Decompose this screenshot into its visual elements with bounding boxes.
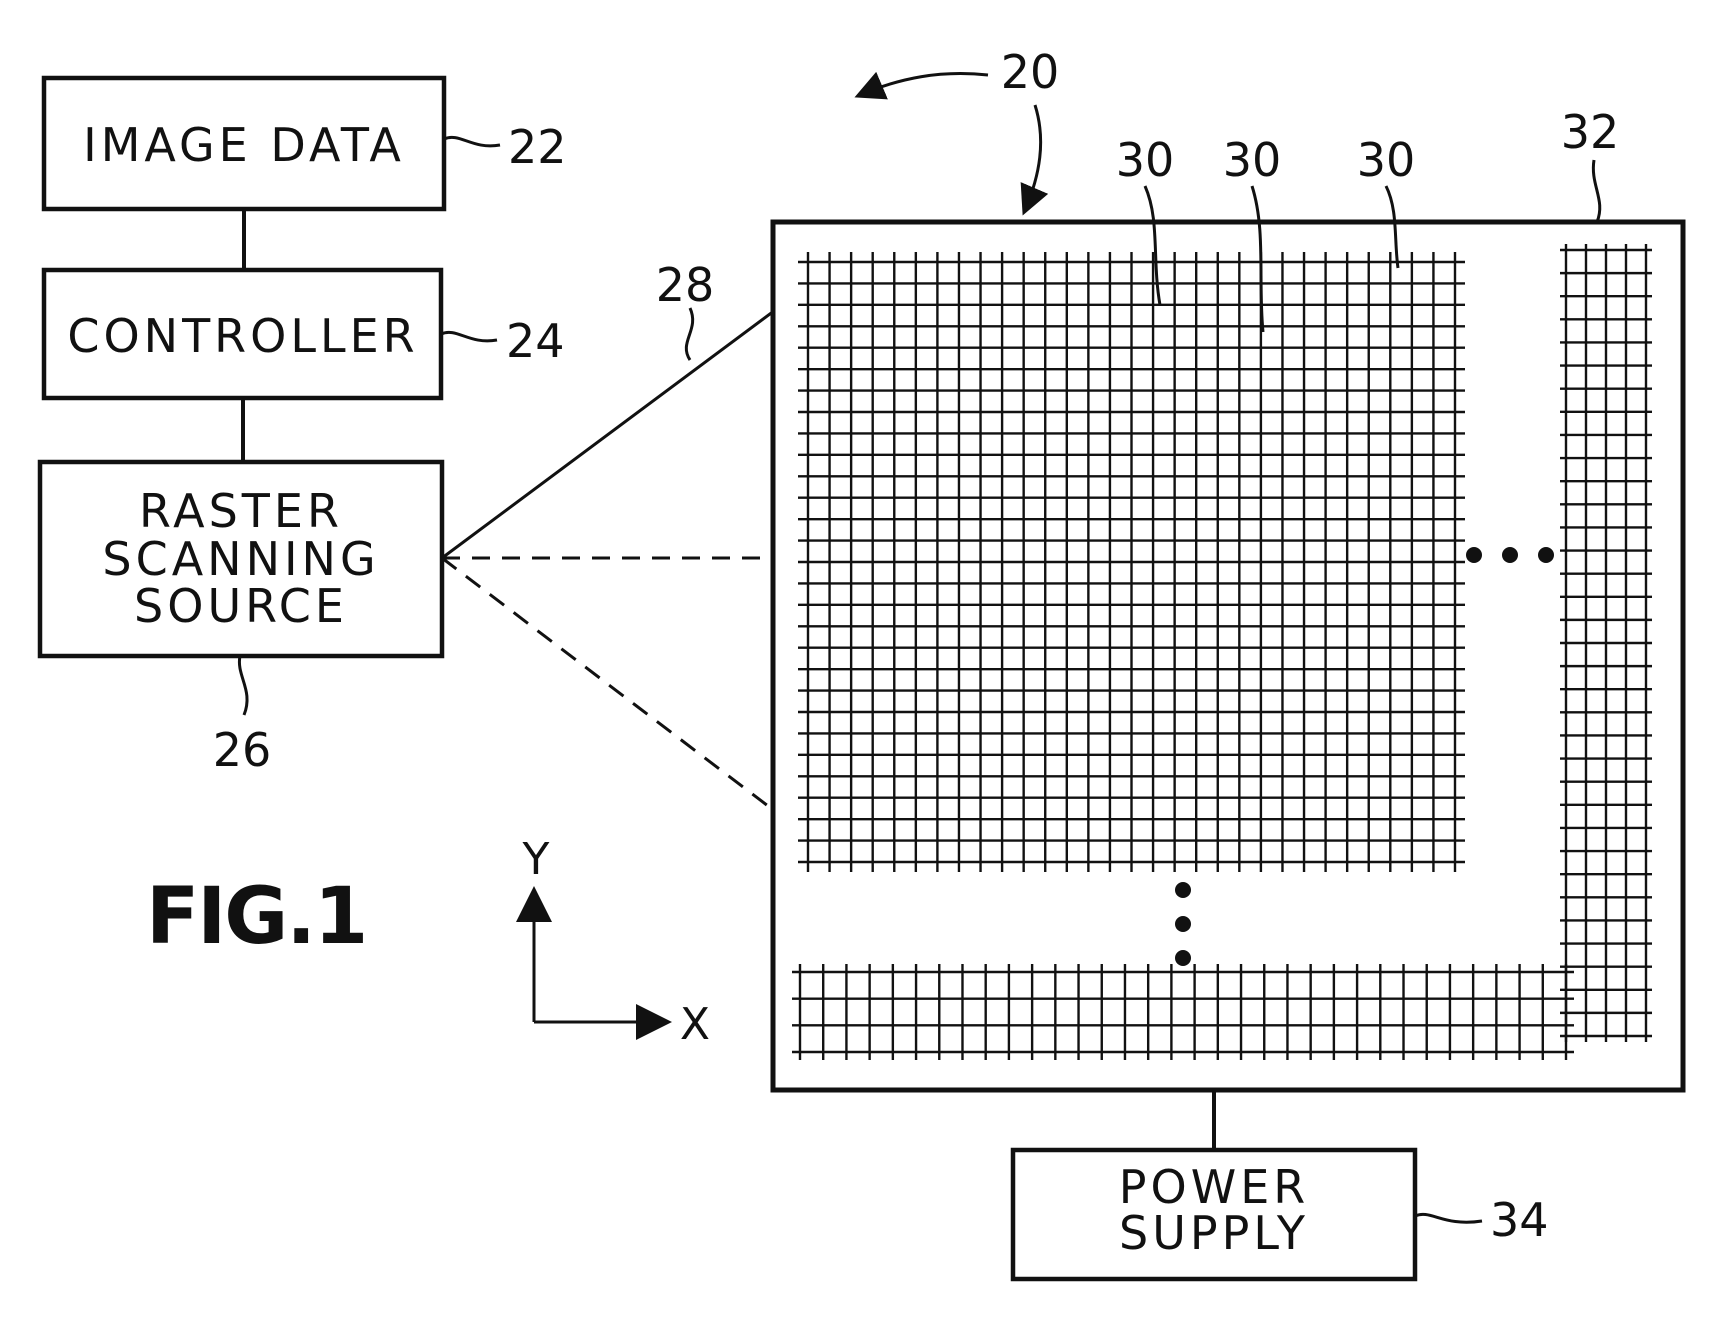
display-pointer-arrow <box>1025 105 1041 210</box>
image-data-leader <box>444 137 500 146</box>
raster-source-block: RASTER SCANNING SOURCE 26 <box>40 462 442 777</box>
raster-source-line-1: RASTER <box>139 484 343 538</box>
raster-source-line-3: SOURCE <box>134 579 348 633</box>
raster-source-line-2: SCANNING <box>102 532 379 586</box>
panel-leader <box>1593 160 1599 222</box>
power-supply-block: POWER SUPPLY 34 <box>1013 1150 1549 1279</box>
panel-ref: 32 <box>1561 105 1620 159</box>
continuation-dots-vertical <box>1175 882 1191 966</box>
raster-source-ref: 26 <box>213 723 272 777</box>
display-assembly: 20 32 30 30 30 <box>773 45 1683 1090</box>
continuation-dots-horizontal <box>1466 547 1554 563</box>
power-supply-line-2: SUPPLY <box>1119 1206 1309 1260</box>
controller-leader <box>441 332 497 341</box>
controller-ref: 24 <box>506 314 565 368</box>
controller-block: CONTROLLER 24 <box>44 270 565 398</box>
display-panel <box>773 222 1683 1090</box>
image-data-ref: 22 <box>508 120 567 174</box>
beam-dashed-lower <box>442 558 818 844</box>
scanning-beams: 28 <box>442 258 825 844</box>
display-ref: 20 <box>1001 45 1060 99</box>
power-supply-leader <box>1415 1214 1482 1222</box>
power-supply-ref: 34 <box>1490 1193 1549 1247</box>
pixel-ref-1: 30 <box>1116 133 1175 187</box>
display-assembly-arrow <box>860 74 988 95</box>
beam-ref: 28 <box>656 258 715 312</box>
controller-label: CONTROLLER <box>67 309 418 363</box>
beam-solid <box>442 273 825 558</box>
image-data-label: IMAGE DATA <box>83 118 405 172</box>
beam-leader <box>686 308 692 360</box>
coordinate-axes: Y X <box>522 834 711 1050</box>
raster-source-leader <box>239 656 247 715</box>
image-data-block: IMAGE DATA 22 <box>44 78 567 209</box>
pixel-ref-3: 30 <box>1357 133 1416 187</box>
figure-label: FIG.1 <box>146 872 366 962</box>
pixel-ref-2: 30 <box>1223 133 1282 187</box>
x-axis-label: X <box>680 999 710 1050</box>
y-axis-label: Y <box>522 834 550 885</box>
